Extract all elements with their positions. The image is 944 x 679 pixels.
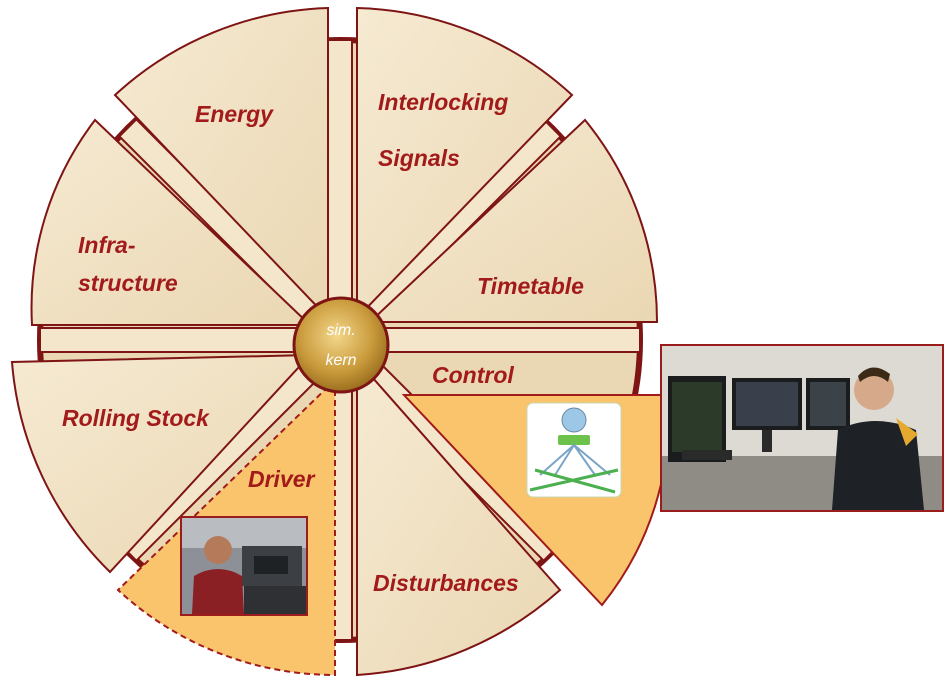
segments (10, 6, 659, 677)
segment-infrastructure (30, 118, 313, 326)
segment-interlocking (356, 6, 574, 321)
control-network-icon (526, 402, 622, 498)
label-rolling-stock: Rolling Stock (62, 405, 210, 431)
label-energy: Energy (195, 101, 274, 127)
segment-timetable (367, 118, 659, 323)
label-signals: Signals (378, 145, 460, 171)
label-interlocking: Interlocking (378, 89, 508, 115)
segment-disturbances (356, 357, 562, 677)
driver-photo (180, 516, 308, 616)
segment-energy (113, 6, 329, 321)
control-room-photo (660, 344, 944, 512)
label-infrastructure-2: structure (78, 270, 178, 296)
label-timetable: Timetable (477, 273, 584, 299)
hub-label-line2: kern (325, 352, 356, 369)
hub (292, 296, 390, 394)
label-driver: Driver (248, 466, 316, 492)
label-control: Control (432, 362, 514, 388)
segment-rolling-stock (10, 353, 313, 574)
hub-label-line1: sim. (326, 322, 355, 339)
label-disturbances: Disturbances (373, 570, 519, 596)
label-infrastructure-1: Infra- (78, 232, 136, 258)
